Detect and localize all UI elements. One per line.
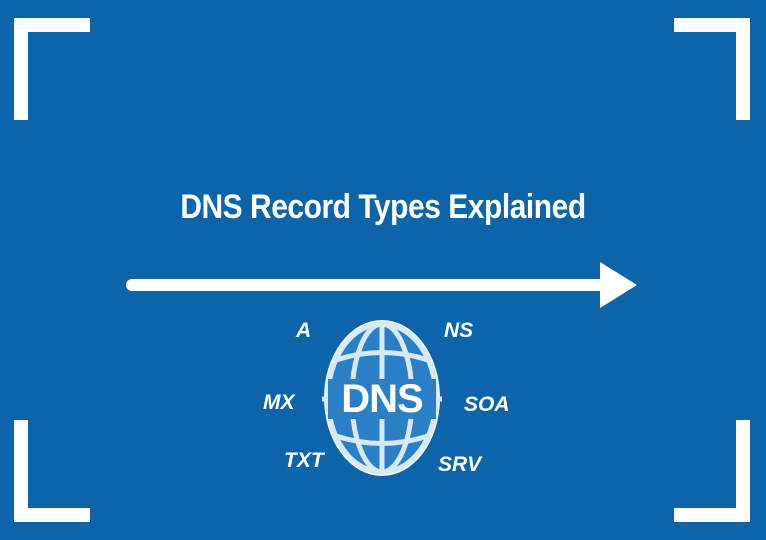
corner-bracket-bottom-left-icon bbox=[14, 420, 90, 522]
dns-globe-icon bbox=[322, 320, 442, 476]
record-type-srv: SRV bbox=[438, 453, 482, 476]
corner-bracket-top-left-icon bbox=[14, 18, 90, 120]
corner-bracket-bottom-right-icon bbox=[674, 420, 750, 522]
record-type-a: A bbox=[296, 319, 312, 342]
arrow-right-icon bbox=[600, 262, 637, 308]
record-type-mx: MX bbox=[263, 391, 295, 414]
corner-bracket-top-right-icon bbox=[674, 18, 750, 120]
record-type-ns: NS bbox=[444, 319, 474, 342]
page-title: DNS Record Types Explained bbox=[180, 188, 586, 226]
arrow-right-icon-shaft bbox=[126, 279, 608, 291]
dns-logo-text: DNS bbox=[341, 377, 423, 421]
record-type-soa: SOA bbox=[464, 393, 510, 416]
record-type-txt: TXT bbox=[284, 449, 324, 472]
